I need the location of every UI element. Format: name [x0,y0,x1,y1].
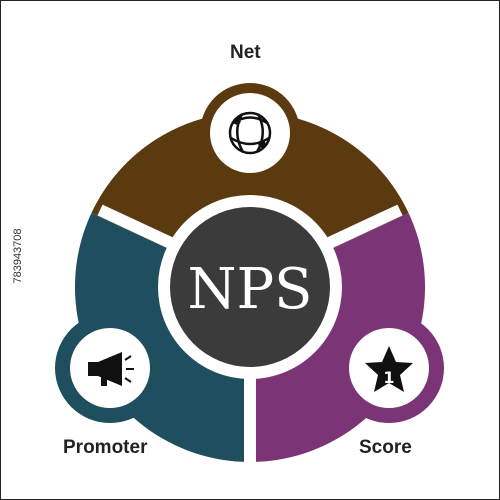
net-bubble-inner [210,93,290,173]
center-text: NPS [187,257,312,322]
label-score: Score [359,437,412,458]
star-number: 1 [383,368,394,387]
label-net: Net [230,42,261,63]
star-icon: 1 [365,346,413,392]
stock-id: 783943708 [12,228,24,284]
center-circle [170,207,330,367]
label-promoter: Promoter [63,437,148,458]
globe-icon [228,111,272,155]
megaphone-icon [88,352,134,386]
